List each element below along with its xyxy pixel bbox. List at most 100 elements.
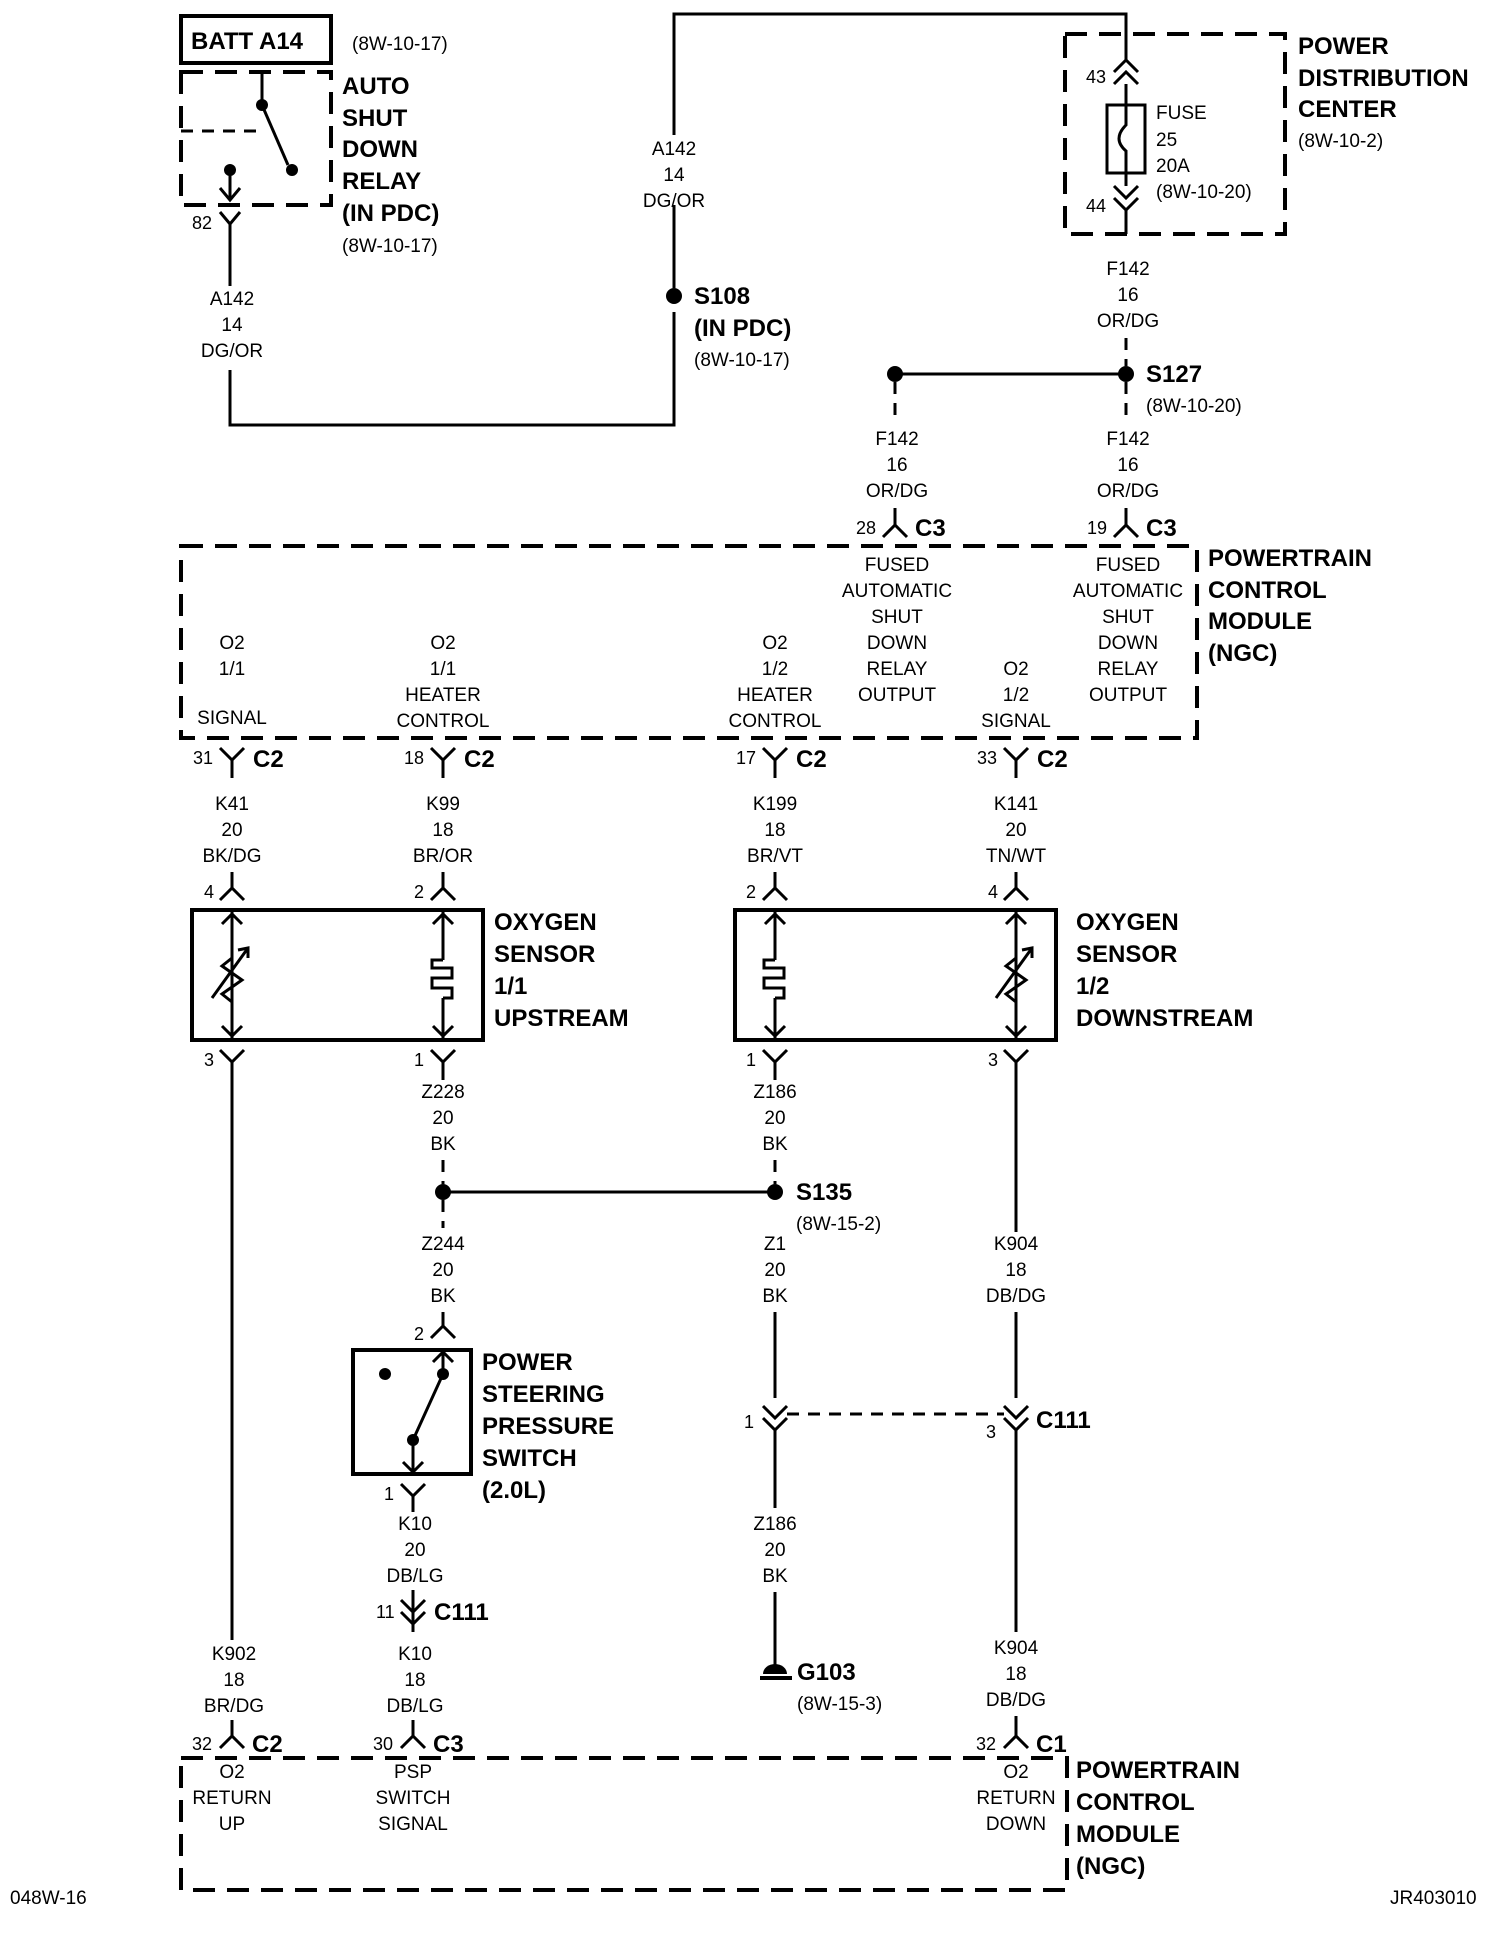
pcm-o2-return-down: O2 RETURN DOWN <box>976 1762 1055 1835</box>
svg-text:1/2: 1/2 <box>1076 973 1109 1000</box>
svg-text:HEATER: HEATER <box>405 685 481 706</box>
svg-text:AUTOMATIC: AUTOMATIC <box>842 581 952 602</box>
wire-label-k10-bottom: K10 18 DB/LG <box>386 1644 443 1717</box>
svg-text:1: 1 <box>384 1484 394 1504</box>
svg-text:(8W-10-20): (8W-10-20) <box>1146 396 1242 417</box>
svg-text:3: 3 <box>986 1422 996 1442</box>
svg-text:MODULE: MODULE <box>1208 608 1312 635</box>
svg-text:C111: C111 <box>434 1599 489 1626</box>
fuse-number: 25 <box>1156 130 1177 151</box>
svg-text:DB/DG: DB/DG <box>986 1286 1046 1307</box>
svg-text:17: 17 <box>736 748 756 768</box>
svg-text:FUSED: FUSED <box>865 555 929 576</box>
svg-text:O2: O2 <box>1003 659 1028 680</box>
svg-text:DOWN: DOWN <box>867 633 927 654</box>
svg-text:K904: K904 <box>994 1638 1039 1659</box>
asd-line2: SHUT <box>342 105 408 132</box>
svg-text:C2: C2 <box>796 746 827 773</box>
wire-label-k902: K902 18 BR/DG <box>204 1644 264 1717</box>
wire-label-z186-top: Z186 20 BK <box>753 1082 796 1155</box>
wire-label-z228: Z228 20 BK <box>421 1082 464 1155</box>
svg-text:SHUT: SHUT <box>871 607 923 628</box>
connector-c1-32: 32 C1 <box>976 1731 1067 1758</box>
svg-text:20: 20 <box>764 1108 785 1129</box>
svg-text:2: 2 <box>414 882 424 902</box>
svg-text:K41: K41 <box>215 794 249 815</box>
svg-text:20: 20 <box>432 1260 453 1281</box>
svg-text:(8W-15-2): (8W-15-2) <box>796 1214 881 1235</box>
svg-text:K199: K199 <box>753 794 797 815</box>
svg-text:S108: S108 <box>694 283 750 310</box>
svg-text:BK: BK <box>430 1286 456 1307</box>
svg-text:PSP: PSP <box>394 1762 432 1783</box>
svg-text:CONTROL: CONTROL <box>1208 577 1327 604</box>
wire-label-k99: K99 18 BR/OR <box>413 794 473 867</box>
svg-text:RELAY: RELAY <box>867 659 928 680</box>
svg-text:20: 20 <box>221 820 242 841</box>
svg-text:C2: C2 <box>253 746 284 773</box>
wire-label-k904-top: K904 18 DB/DG <box>986 1234 1046 1307</box>
wire-label-k41: K41 20 BK/DG <box>202 794 261 867</box>
svg-text:32: 32 <box>976 1734 996 1754</box>
svg-text:OUTPUT: OUTPUT <box>858 685 937 706</box>
svg-text:O2: O2 <box>1003 1762 1028 1783</box>
footer-right-code: JR403010 <box>1390 1888 1477 1909</box>
svg-text:43: 43 <box>1086 67 1106 87</box>
svg-text:18: 18 <box>223 1670 244 1691</box>
batt-a14-block: BATT A14 (8W-10-17) <box>179 14 448 65</box>
svg-text:32: 32 <box>192 1734 212 1754</box>
svg-text:1/2: 1/2 <box>1003 685 1029 706</box>
svg-text:FUSED: FUSED <box>1096 555 1160 576</box>
svg-text:3: 3 <box>204 1050 214 1070</box>
svg-text:OR/DG: OR/DG <box>1097 311 1159 332</box>
svg-text:S127: S127 <box>1146 361 1202 388</box>
connector-c2-31: 31 C2 <box>193 746 284 778</box>
wire-label-k141: K141 20 TN/WT <box>986 794 1047 867</box>
svg-text:AUTOMATIC: AUTOMATIC <box>1073 581 1183 602</box>
svg-text:BR/VT: BR/VT <box>747 846 803 867</box>
svg-text:BR/DG: BR/DG <box>204 1696 264 1717</box>
svg-text:1/1: 1/1 <box>430 659 456 680</box>
svg-text:(IN PDC): (IN PDC) <box>694 315 791 342</box>
svg-text:BK: BK <box>762 1566 788 1587</box>
svg-text:POWERTRAIN: POWERTRAIN <box>1208 545 1372 572</box>
wire-label-z244: Z244 20 BK <box>421 1234 465 1307</box>
svg-text:4: 4 <box>204 882 214 902</box>
svg-text:F142: F142 <box>1106 259 1149 280</box>
svg-text:DOWN: DOWN <box>1098 633 1158 654</box>
svg-text:A142: A142 <box>652 139 696 160</box>
ground-g103: G103 (8W-15-3) <box>760 1659 882 1715</box>
svg-text:1/1: 1/1 <box>494 973 527 1000</box>
svg-text:(NGC): (NGC) <box>1208 640 1277 667</box>
fuse-ref: (8W-10-20) <box>1156 182 1252 203</box>
svg-text:RETURN: RETURN <box>976 1788 1055 1809</box>
svg-text:1/2: 1/2 <box>762 659 788 680</box>
svg-text:16: 16 <box>1117 285 1138 306</box>
svg-text:1/1: 1/1 <box>219 659 245 680</box>
splice-s127: S127 (8W-10-20) <box>887 361 1242 417</box>
svg-text:A142: A142 <box>210 289 254 310</box>
svg-text:C1: C1 <box>1036 1731 1067 1758</box>
svg-text:16: 16 <box>1117 455 1138 476</box>
svg-text:HEATER: HEATER <box>737 685 813 706</box>
svg-text:30: 30 <box>373 1734 393 1754</box>
svg-text:(8W-10-2): (8W-10-2) <box>1298 131 1383 152</box>
svg-text:SHUT: SHUT <box>1102 607 1154 628</box>
svg-text:(2.0L): (2.0L) <box>482 1477 546 1504</box>
svg-text:BK: BK <box>762 1286 788 1307</box>
svg-text:33: 33 <box>977 748 997 768</box>
svg-text:BR/OR: BR/OR <box>413 846 473 867</box>
svg-text:DG/OR: DG/OR <box>643 191 705 212</box>
wire-label-a142-mid: A142 14 DG/OR <box>643 139 705 212</box>
svg-text:DOWNSTREAM: DOWNSTREAM <box>1076 1005 1253 1032</box>
svg-text:STEERING: STEERING <box>482 1381 605 1408</box>
svg-text:CONTROL: CONTROL <box>729 711 822 732</box>
svg-text:K10: K10 <box>398 1644 432 1665</box>
svg-text:G103: G103 <box>797 1659 856 1686</box>
svg-text:Z228: Z228 <box>421 1082 464 1103</box>
svg-text:O2: O2 <box>219 633 244 654</box>
svg-text:OUTPUT: OUTPUT <box>1089 685 1168 706</box>
svg-text:BK: BK <box>762 1134 788 1155</box>
connector-c3-right: 19 C3 <box>1087 508 1177 542</box>
